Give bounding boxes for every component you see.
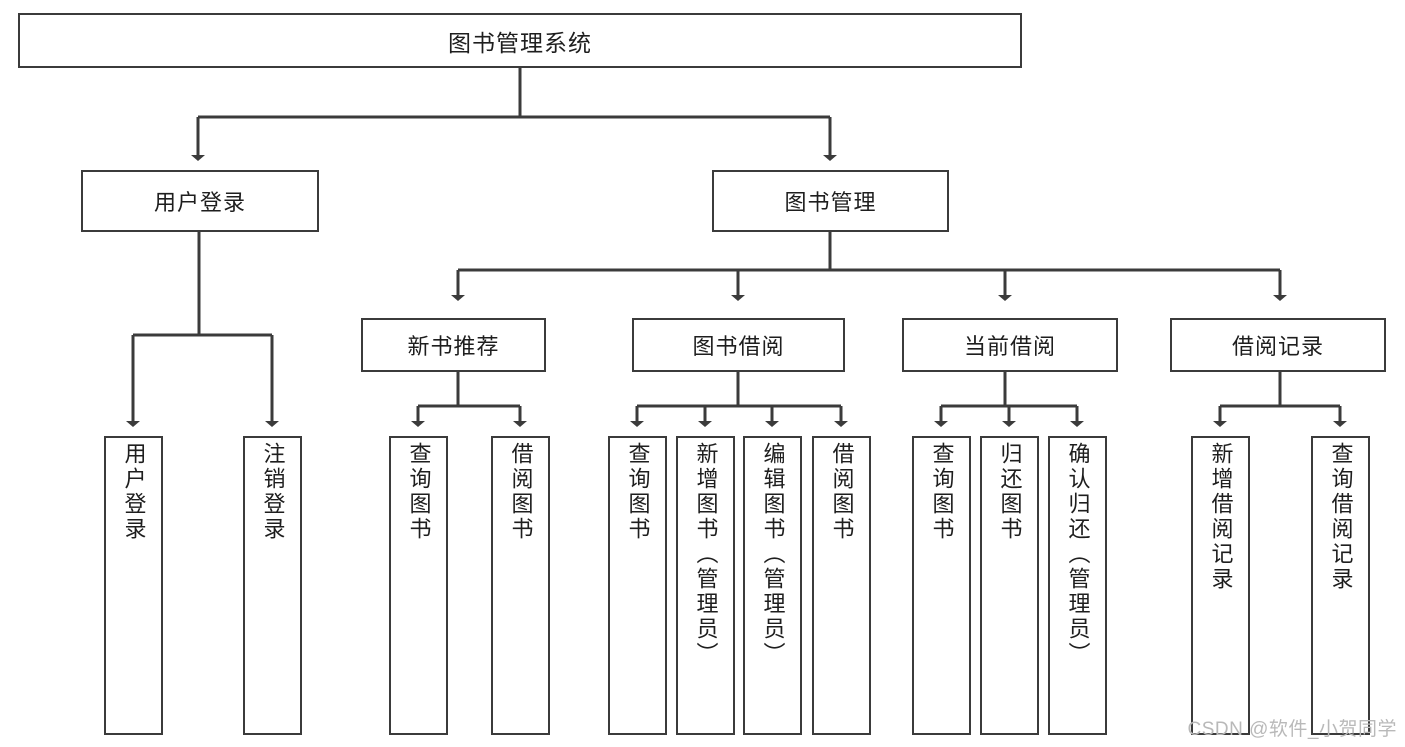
leaf-label: 注销登录: [260, 442, 286, 542]
node-book-borrow[interactable]: 图书借阅: [632, 318, 845, 372]
leaf-label: 查询借阅记录: [1328, 442, 1354, 592]
node-current-borrow-label: 当前借阅: [963, 334, 1056, 359]
leaf-label: 查询图书: [625, 442, 651, 542]
node-current-borrow[interactable]: 当前借阅: [902, 318, 1118, 372]
node-book-manage-label: 图书管理: [784, 190, 877, 215]
leaf-new-book-query-book[interactable]: 查询图书: [389, 436, 448, 735]
node-root-system[interactable]: 图书管理系统: [18, 13, 1022, 68]
node-new-book-recommend-label: 新书推荐: [407, 334, 500, 359]
leaf-current-borrow-return-book[interactable]: 归还图书: [980, 436, 1039, 735]
leaf-current-borrow-confirm-return-admin[interactable]: 确认归还（管理员）: [1048, 436, 1107, 735]
leaf-new-book-borrow-book[interactable]: 借阅图书: [491, 436, 550, 735]
leaf-user-login-login[interactable]: 用户登录: [104, 436, 163, 735]
leaf-label: 用户登录: [121, 442, 147, 542]
leaf-book-borrow-edit-book-admin[interactable]: 编辑图书（管理员）: [743, 436, 802, 735]
node-new-book-recommend[interactable]: 新书推荐: [361, 318, 546, 372]
node-borrow-record[interactable]: 借阅记录: [1170, 318, 1386, 372]
node-root-label: 图书管理系统: [448, 29, 592, 56]
leaf-borrow-record-query-record[interactable]: 查询借阅记录: [1311, 436, 1370, 735]
leaf-label: 归还图书: [997, 442, 1023, 542]
leaf-book-borrow-query-book[interactable]: 查询图书: [608, 436, 667, 735]
leaf-label: 借阅图书: [508, 442, 534, 542]
node-borrow-record-label: 借阅记录: [1231, 334, 1324, 359]
leaf-borrow-record-add-record[interactable]: 新增借阅记录: [1191, 436, 1250, 735]
leaf-label: 查询图书: [406, 442, 432, 542]
leaf-label: 新增图书（管理员）: [693, 442, 719, 667]
leaf-label: 确认归还（管理员）: [1065, 442, 1091, 667]
leaf-label: 新增借阅记录: [1208, 442, 1234, 592]
node-user-login-label: 用户登录: [153, 190, 246, 215]
leaf-user-login-logout[interactable]: 注销登录: [243, 436, 302, 735]
leaf-label: 编辑图书（管理员）: [760, 442, 786, 667]
leaf-book-borrow-add-book-admin[interactable]: 新增图书（管理员）: [676, 436, 735, 735]
csdn-watermark: CSDN @软件_小贺同学: [1187, 719, 1397, 740]
leaf-current-borrow-query-book[interactable]: 查询图书: [912, 436, 971, 735]
node-book-borrow-label: 图书借阅: [692, 334, 785, 359]
leaf-label: 借阅图书: [829, 442, 855, 542]
node-book-manage[interactable]: 图书管理: [712, 170, 949, 232]
leaf-book-borrow-borrow-book[interactable]: 借阅图书: [812, 436, 871, 735]
leaf-label: 查询图书: [929, 442, 955, 542]
node-user-login[interactable]: 用户登录: [81, 170, 319, 232]
